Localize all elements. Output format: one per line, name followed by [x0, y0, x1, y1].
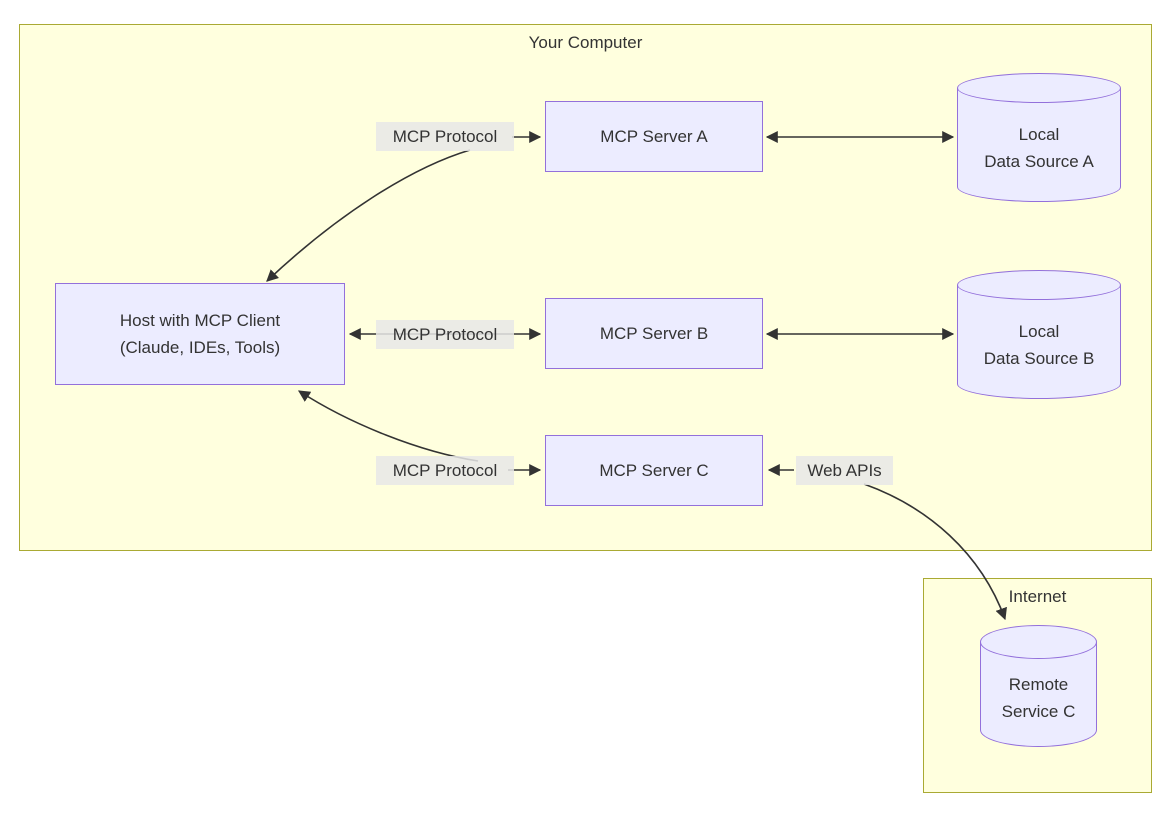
mcp-server-b-label: MCP Server B [599, 324, 709, 343]
data-source-a-label-line1: Local [1018, 124, 1060, 144]
cylinder-body [980, 642, 1097, 747]
edge-label-mcp-protocol-c: MCP Protocol [376, 456, 514, 485]
host-label-line1: Host with MCP Client [119, 311, 281, 330]
cylinder-top [957, 73, 1121, 103]
cylinder-body [957, 88, 1121, 202]
node-remote-service-c: Remote Service C [980, 625, 1097, 747]
node-host: Host with MCP Client (Claude, IDEs, Tool… [55, 283, 345, 385]
data-source-b-label-line1: Local [1018, 321, 1060, 341]
mcp-server-a-label: MCP Server A [600, 127, 708, 146]
node-mcp-server-a: MCP Server A [545, 101, 763, 172]
node-mcp-server-c: MCP Server C [545, 435, 763, 506]
your-computer-label: Your Computer [528, 33, 643, 52]
remote-service-c-label-line1: Remote [1008, 675, 1069, 694]
cylinder-top [980, 625, 1097, 659]
node-mcp-server-b: MCP Server B [545, 298, 763, 369]
internet-label: Internet [1008, 587, 1067, 606]
edge-label-mcp-protocol-a: MCP Protocol [376, 122, 514, 151]
cylinder-top [957, 270, 1121, 300]
node-local-data-source-a: Local Data Source A [957, 73, 1121, 202]
edge-label-web-apis: Web APIs [796, 456, 893, 485]
edge-label-mcp-protocol-b: MCP Protocol [376, 320, 514, 349]
data-source-b-label-line2: Data Source B [983, 348, 1095, 368]
mcp-server-c-label: MCP Server C [599, 461, 709, 480]
data-source-a-label-line2: Data Source A [984, 151, 1094, 171]
host-label-line2: (Claude, IDEs, Tools) [119, 338, 281, 357]
cylinder-body [957, 285, 1121, 399]
remote-service-c-label-line2: Service C [1001, 702, 1076, 721]
node-local-data-source-b: Local Data Source B [957, 270, 1121, 399]
